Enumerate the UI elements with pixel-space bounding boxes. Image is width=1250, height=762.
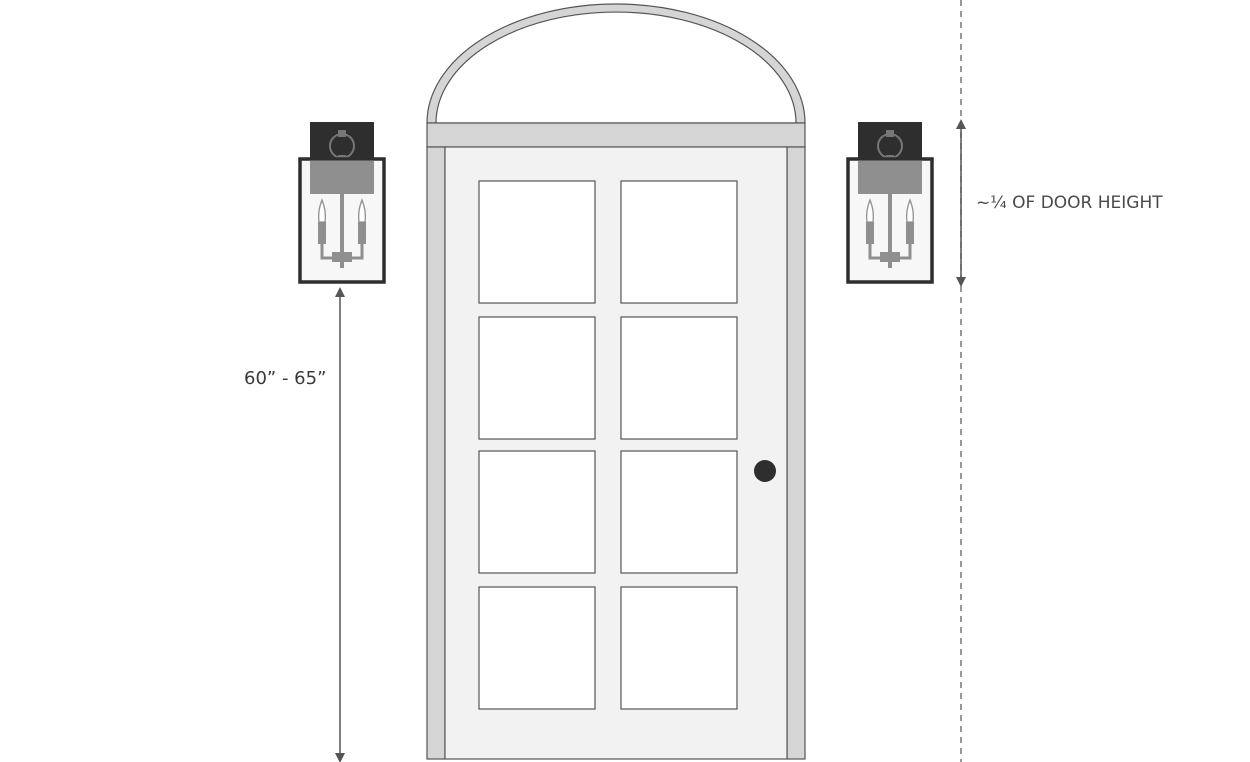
door-header xyxy=(426,122,806,148)
door-knob-icon xyxy=(754,460,776,482)
door-pane xyxy=(620,586,738,710)
door-pane xyxy=(478,450,596,574)
door-pane xyxy=(620,316,738,440)
door-panes xyxy=(478,180,738,710)
left-jamb xyxy=(426,146,446,760)
left-wall-sconce-icon xyxy=(298,120,386,284)
door-pane xyxy=(478,316,596,440)
right-wall-sconce-icon xyxy=(846,120,934,284)
door-pane xyxy=(620,450,738,574)
door-pane xyxy=(478,586,596,710)
door-assembly xyxy=(426,3,806,760)
transom-glass xyxy=(435,11,797,124)
right-jamb xyxy=(786,146,806,760)
fixture-height-label: ~¼ OF DOOR HEIGHT xyxy=(976,193,1163,213)
door-pane xyxy=(620,180,738,304)
mount-height-label: 60” - 65” xyxy=(244,368,326,389)
door-pane xyxy=(478,180,596,304)
